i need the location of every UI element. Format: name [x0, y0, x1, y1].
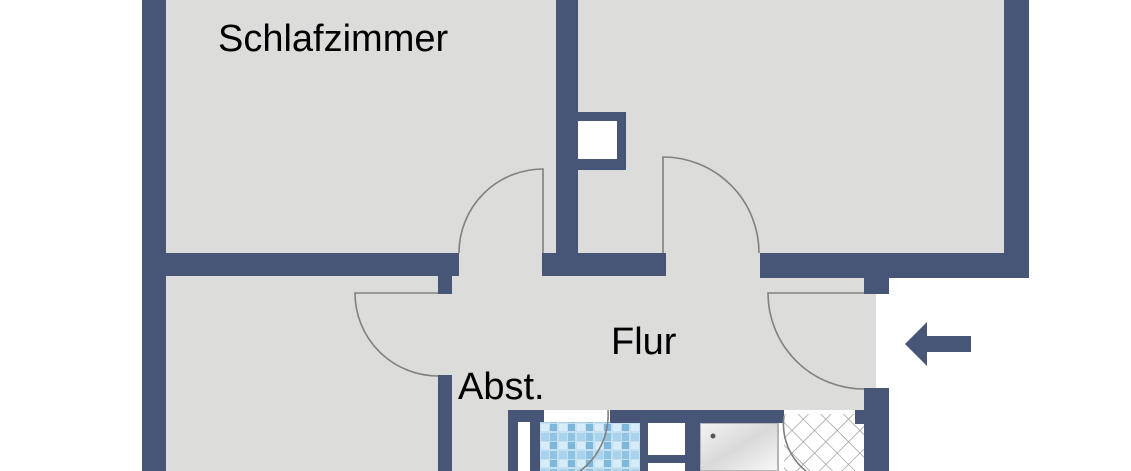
wall-abst-left — [438, 375, 452, 471]
wall-left-outer — [142, 0, 166, 471]
arrow-left-icon — [905, 322, 971, 366]
door-lower-left — [354, 292, 439, 377]
walls — [142, 0, 1029, 471]
floor-room-right — [578, 0, 1004, 253]
floor-areas — [166, 0, 1004, 471]
bathroom-tiles — [537, 422, 645, 471]
bathroom-niche — [648, 423, 685, 455]
wall-upper-middle — [556, 0, 578, 276]
door-room-right — [662, 156, 760, 254]
hallway-tile-floor — [784, 414, 864, 471]
shaft-opening — [578, 121, 617, 159]
wall-mid-center — [542, 253, 666, 276]
wall-right-lower — [864, 388, 889, 471]
floor-abst — [442, 380, 512, 471]
shower-drain-icon — [710, 433, 716, 439]
floor-room-lower-left — [166, 276, 442, 471]
door-bathroom — [579, 409, 609, 471]
door-shower-area — [782, 415, 807, 471]
bathroom — [522, 414, 864, 471]
floor-flur — [442, 253, 876, 410]
wall-mid-right — [760, 253, 1029, 278]
door-entrance — [767, 292, 865, 390]
wall-right-outer — [1004, 0, 1029, 278]
floor-schlafzimmer — [166, 0, 556, 253]
room-label-abst: Abst. — [458, 366, 545, 408]
wall-mid-left — [166, 253, 459, 276]
shower-tray — [699, 422, 779, 471]
room-label-schlafzimmer: Schlafzimmer — [218, 18, 449, 60]
room-label-flur: Flur — [611, 321, 677, 363]
door-schlafzimmer — [458, 168, 544, 254]
door-swings — [354, 156, 865, 471]
